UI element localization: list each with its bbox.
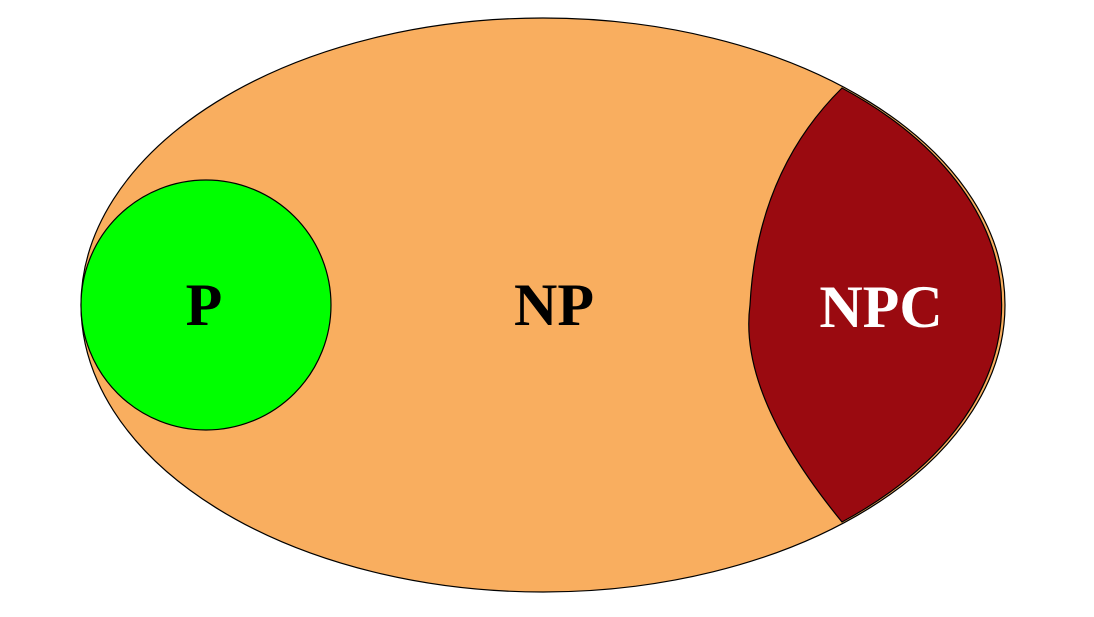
p-region — [80, 179, 332, 431]
p-label: P — [186, 272, 223, 338]
npc-region — [748, 87, 1003, 523]
np-label: NP — [514, 272, 594, 338]
npc-label: NPC — [819, 274, 942, 340]
